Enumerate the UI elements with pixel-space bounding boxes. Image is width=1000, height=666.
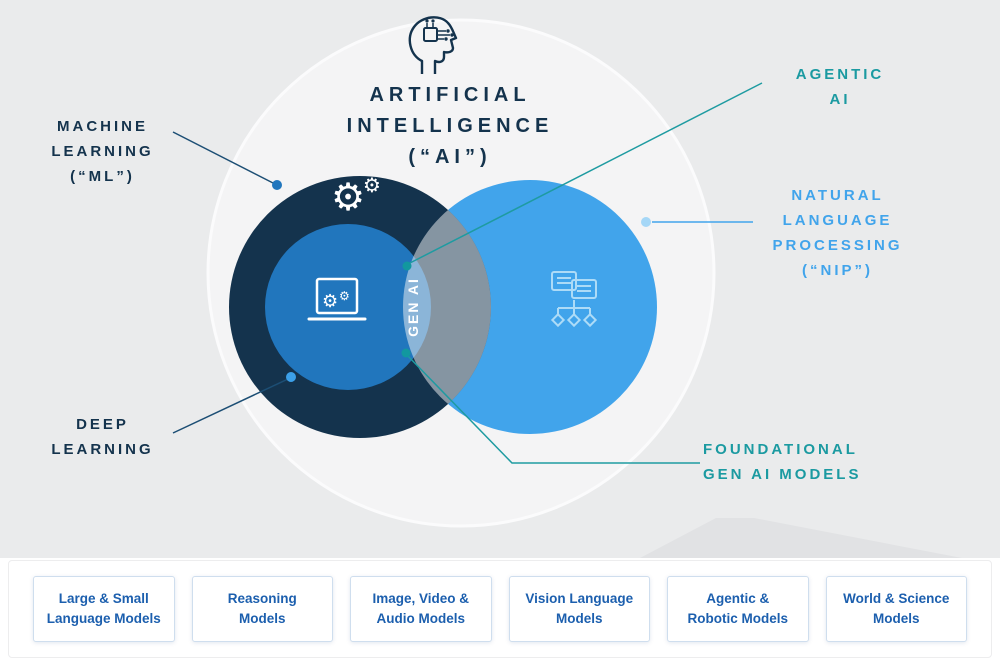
nlp-document-icon [550,271,598,328]
venn-section: ⚙ ⚙ ⚙ ⚙ ARTIFICIAL INTELLIGENCE (“AI”) [0,0,1000,558]
foundational-dot [401,348,411,358]
ai-head-icon [408,16,458,74]
foundational-connector [405,353,700,464]
machine-learning-dot [272,180,282,190]
gen-ai-overlap [403,180,491,434]
models-panel: Large & Small Language Models Reasoning … [8,560,992,658]
agentic-ai-dot [402,261,412,271]
svg-text:⚙: ⚙ [339,289,350,303]
agentic-ai-label: AGENTIC AI [795,66,885,108]
funnel-shape [640,518,962,558]
laptop-gears-icon: ⚙ ⚙ [307,277,367,321]
deep-learning-label: DEEP LEARNING [51,416,154,458]
deep-learning-connector [172,378,289,434]
model-box-vision-language-models: Vision Language Models [508,576,650,642]
svg-text:⚙: ⚙ [322,291,338,312]
agentic-ai-connector [407,82,763,265]
ai-title: ARTIFICIAL INTELLIGENCE (“AI”) [346,84,554,168]
foundational-gen-ai-label: FOUNDATIONAL GEN AI MODELS [703,441,862,483]
model-box-reasoning-models: Reasoning Models [191,576,333,642]
model-box-world-science-models: World & Science Models [825,576,967,642]
nlp-dot [641,217,651,227]
deep-learning-dot [286,372,296,382]
gears-icon: ⚙ [331,175,366,219]
model-box-agentic-robotic-models: Agentic & Robotic Models [667,576,809,642]
model-box-image-video-audio-models: Image, Video & Audio Models [350,576,492,642]
machine-learning-connector [172,131,276,185]
gear-small-icon: ⚙ [363,173,381,197]
machine-learning-label: MACHINE LEARNING (“ML”) [51,118,154,185]
deep-learning-circle [265,224,431,390]
model-box-language-models: Large & Small Language Models [33,576,175,642]
models-section: Large & Small Language Models Reasoning … [0,558,1000,666]
gen-ai-label: GEN AI [405,277,421,337]
nlp-label: NATURAL LANGUAGE PROCESSING (“NIP”) [772,187,903,279]
venn-diagram [172,18,962,558]
